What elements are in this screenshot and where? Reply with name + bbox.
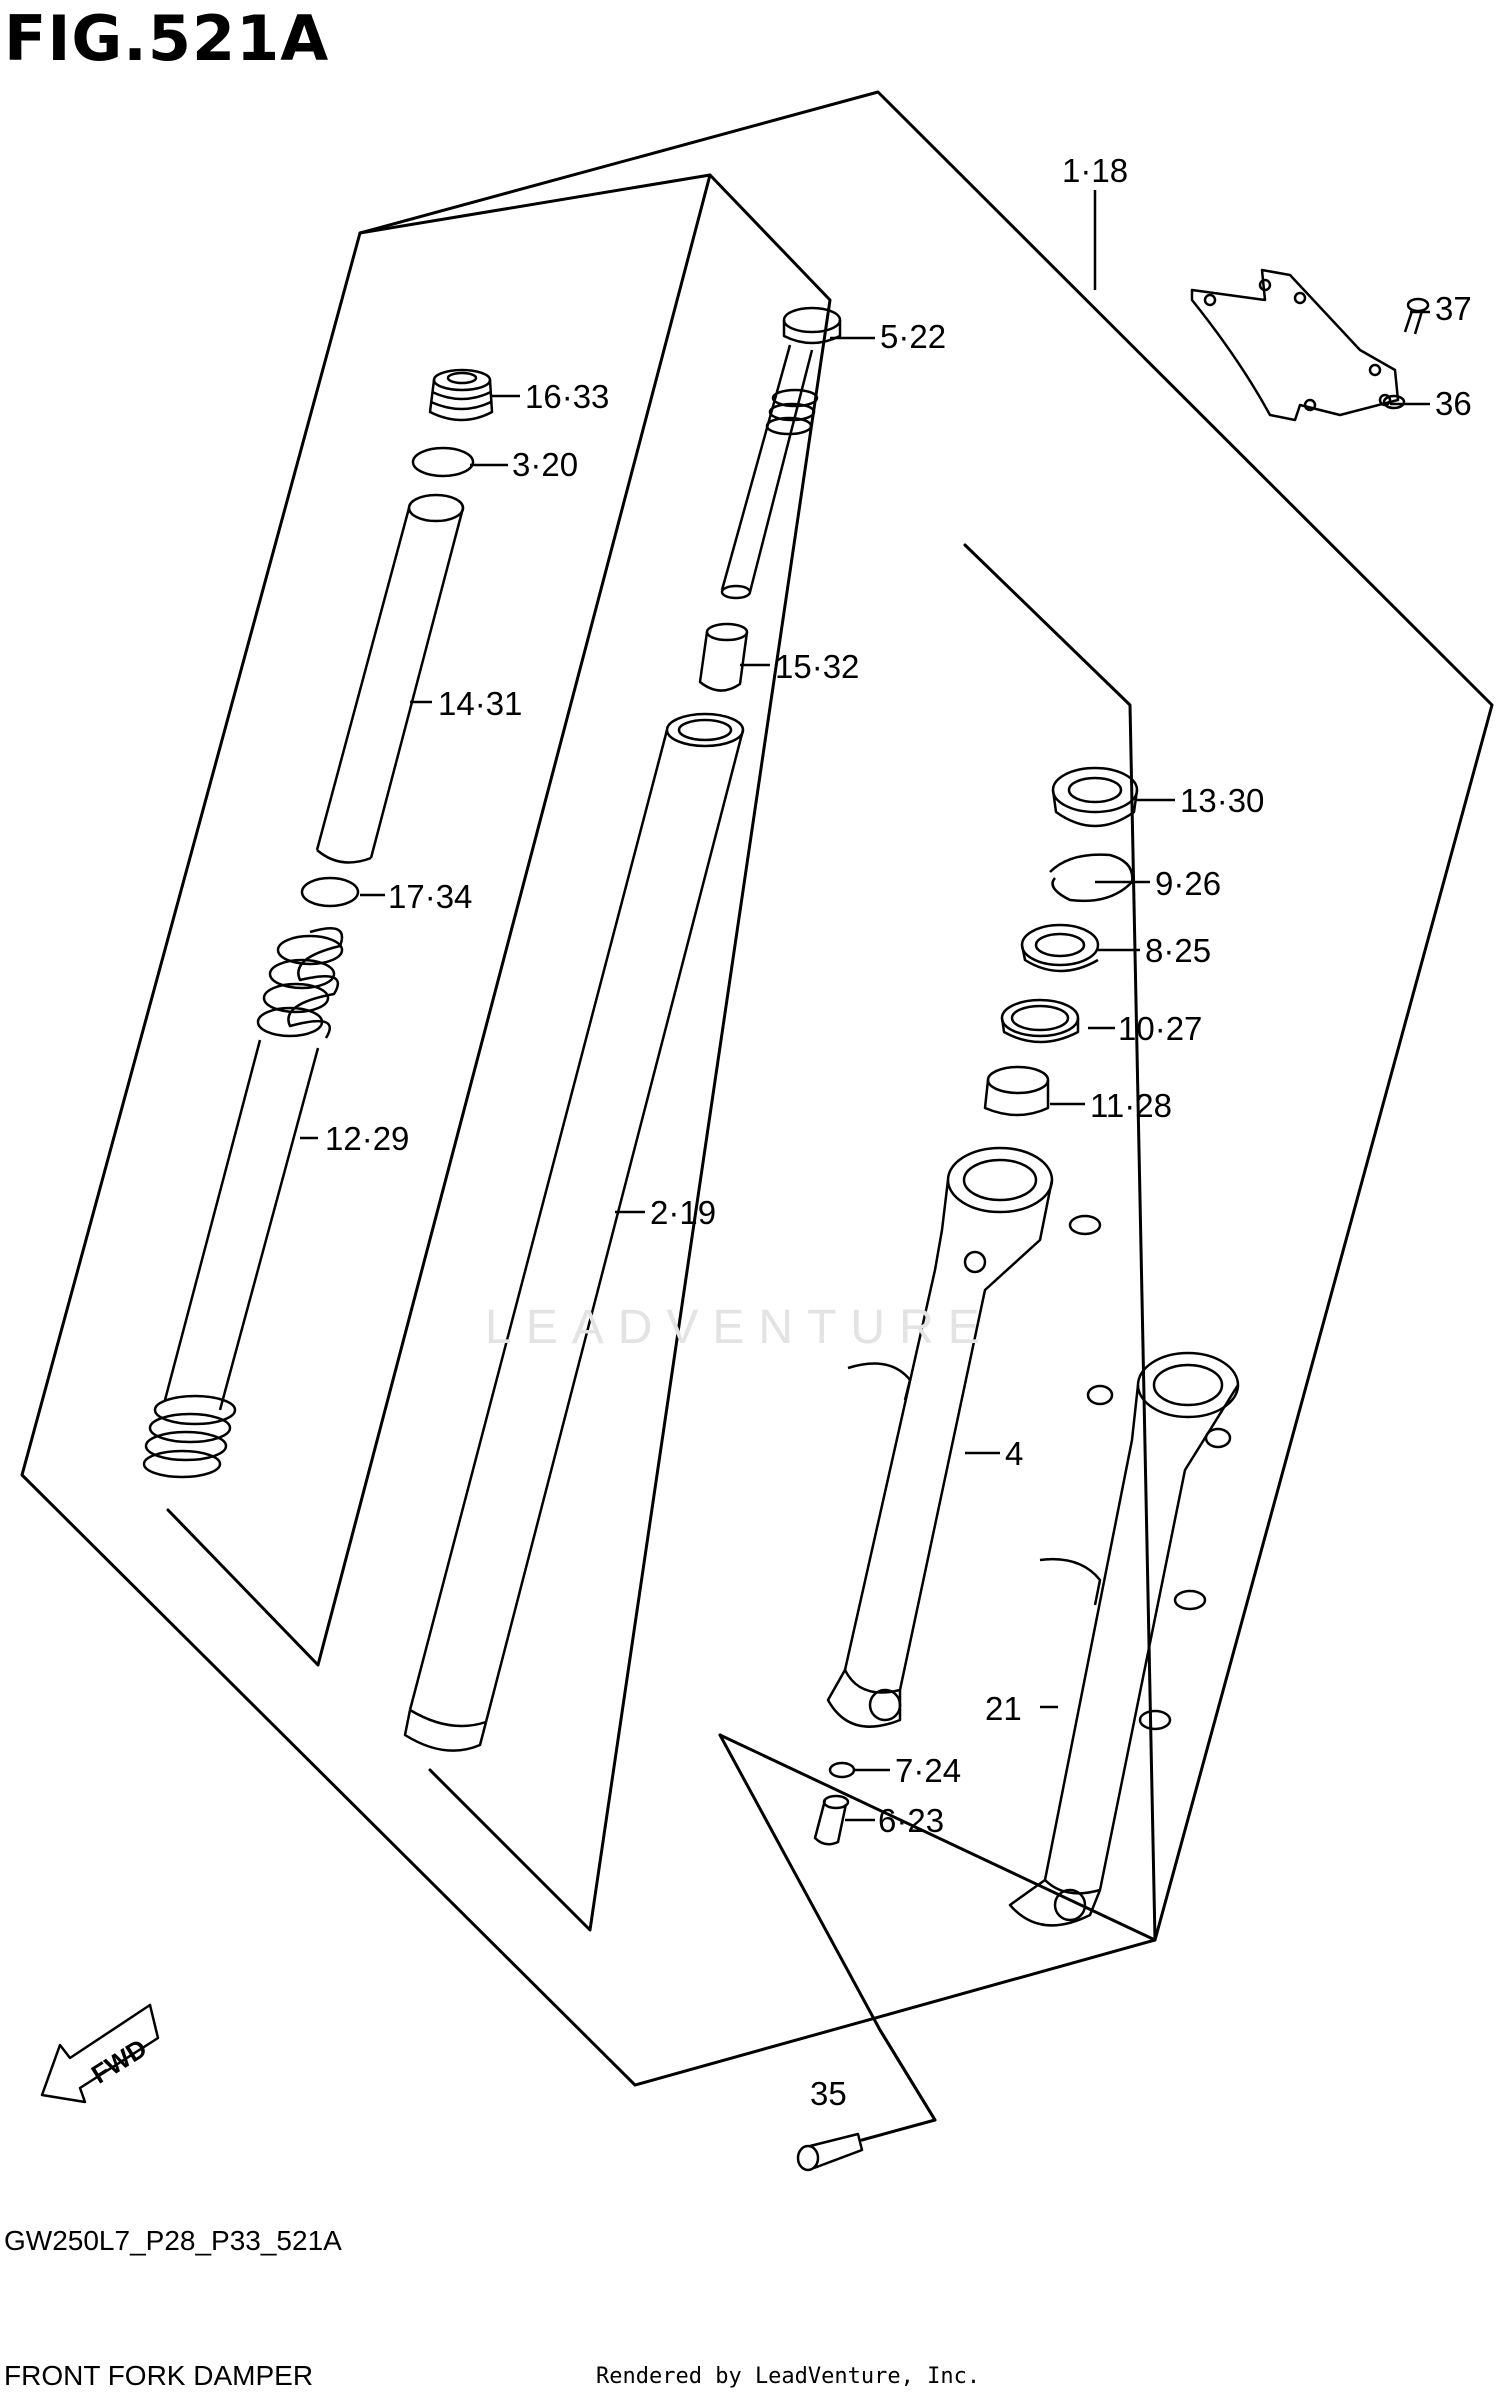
callout-1-18: 1·18 xyxy=(1062,152,1128,189)
callout-17-34: 17·34 xyxy=(388,878,472,915)
outer-tube-left-icon xyxy=(826,1146,1102,1728)
grommet-icon xyxy=(1382,394,1406,410)
callout-15-32: 15·32 xyxy=(775,648,859,685)
seal-spacer-icon xyxy=(1020,923,1100,973)
damper-rod-icon xyxy=(720,306,842,600)
render-credit: Rendered by LeadVenture, Inc. xyxy=(596,2364,981,2389)
watermark: LEADVENTURE xyxy=(485,1301,994,1354)
figure-title: FIG.521A xyxy=(4,2,330,75)
spacer-tube-icon xyxy=(315,493,465,864)
callout-8-25: 8·25 xyxy=(1145,932,1211,969)
inner-tube-icon xyxy=(403,712,745,1752)
mounting-bolt-icon xyxy=(796,2132,864,2172)
callout-9-26: 9·26 xyxy=(1155,865,1221,902)
assembly-outline xyxy=(20,90,1494,2087)
callout-4: 4 xyxy=(1005,1435,1023,1472)
o-ring-icon xyxy=(411,446,475,478)
fork-cap-bolt-icon xyxy=(428,368,494,422)
forward-arrow-icon xyxy=(40,2003,160,2104)
callout-3-20: 3·20 xyxy=(512,446,578,483)
callout-11-28: 11·28 xyxy=(1090,1087,1172,1124)
snap-ring-icon xyxy=(1049,853,1134,903)
callout-16-33: 16·33 xyxy=(525,378,609,415)
small-screw-icon xyxy=(1403,297,1430,335)
callout-35: 35 xyxy=(810,2075,847,2112)
callout-2-19: 2·19 xyxy=(650,1194,716,1231)
callout-13-30: 13·30 xyxy=(1180,782,1264,819)
callout-21: 21 xyxy=(985,1690,1022,1727)
damper-rod-subgroup-outline xyxy=(428,173,832,1932)
outer-tube-right-icon xyxy=(1008,1351,1240,1927)
callout-labels: 1·18 5·22 37 16·33 36 3·20 15·32 14·31 1… xyxy=(325,152,1472,2112)
fork-bracket-plate-icon xyxy=(1190,268,1400,422)
callout-37: 37 xyxy=(1435,290,1472,327)
fork-spring-icon xyxy=(142,927,344,1479)
callout-5-22: 5·22 xyxy=(880,318,946,355)
callout-14-31: 14·31 xyxy=(438,685,522,722)
model-code-label: GW250L7_P28_P33_521A xyxy=(4,2225,342,2256)
spring-washer-icon xyxy=(300,876,360,908)
slide-bushing-icon xyxy=(983,1065,1050,1117)
callout-12-29: 12·29 xyxy=(325,1120,409,1157)
drain-gasket-icon xyxy=(828,1761,856,1779)
outer-tube-subgroup-outline xyxy=(718,543,1157,1942)
drain-bolt-icon xyxy=(813,1794,850,1846)
oil-lock-piece-icon xyxy=(698,622,749,692)
callout-10-27: 10·27 xyxy=(1118,1010,1202,1047)
assembly-name-label: FRONT FORK DAMPER xyxy=(4,2360,314,2391)
callout-36: 36 xyxy=(1435,385,1472,422)
callout-6-23: 6·23 xyxy=(878,1802,944,1839)
callout-7-24: 7·24 xyxy=(895,1752,961,1789)
oil-seal-icon xyxy=(1051,766,1139,828)
guide-bushing-icon xyxy=(1000,998,1080,1044)
cartridge-subgroup-outline xyxy=(166,173,712,1667)
